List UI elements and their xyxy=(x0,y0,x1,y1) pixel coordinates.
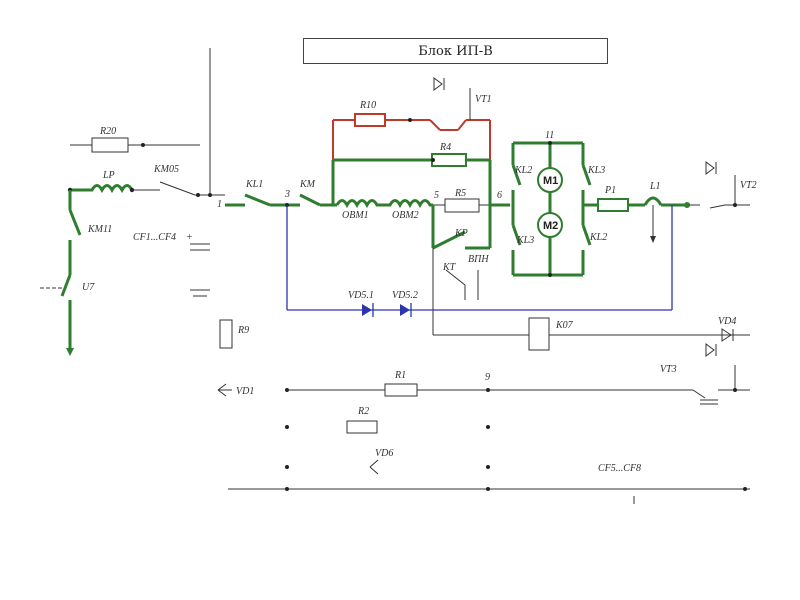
label-l1: L1 xyxy=(649,181,661,192)
label-p1: P1 xyxy=(604,185,616,196)
label-kl2-bot: KL2 xyxy=(589,232,607,243)
label-r10: R10 xyxy=(359,100,376,111)
label-km05: КМ05 xyxy=(153,164,179,175)
label-vpn: ВПН xyxy=(468,254,489,265)
label-kl1: KL1 xyxy=(245,179,263,190)
label-node-6: 6 xyxy=(497,190,502,201)
label-vd4: VD4 xyxy=(718,316,736,327)
resistor-r1 xyxy=(384,383,418,397)
label-obm1: ОВМ1 xyxy=(342,210,369,221)
label-vt1: VT1 xyxy=(475,94,492,105)
label-m2: M2 xyxy=(543,220,558,232)
label-obm2: ОВМ2 xyxy=(392,210,419,221)
label-kp: KP xyxy=(454,228,468,239)
relay-k07 xyxy=(528,317,550,351)
label-r1: R1 xyxy=(394,370,406,381)
label-r9: R9 xyxy=(237,325,249,336)
label-vd6: VD6 xyxy=(375,448,393,459)
label-node-3: 3 xyxy=(284,189,290,200)
label-r4: R4 xyxy=(439,142,451,153)
resistor-r10 xyxy=(354,113,386,127)
label-cf1-cf4: CF1...CF4 xyxy=(133,232,176,243)
lower-section: VD1 R1 9 VT3 R2 VD6 CF5...CF8 xyxy=(217,364,750,504)
label-u7: U7 xyxy=(82,282,95,293)
label-km: KM xyxy=(299,179,316,190)
label-node-5: 5 xyxy=(434,190,439,201)
coils-obm xyxy=(335,199,433,209)
svg-text:+: + xyxy=(186,232,193,243)
label-kl3-top: KL3 xyxy=(587,165,605,176)
resistor-r4 xyxy=(431,153,467,167)
resistor-r20 xyxy=(91,137,129,153)
label-r2: R2 xyxy=(357,406,369,417)
label-k07: K07 xyxy=(555,320,574,331)
left-section: R20 LP КМ05 КМ11 U7 CF1...CF4 + R9 xyxy=(40,48,249,356)
label-vd1: VD1 xyxy=(236,386,254,397)
label-vd5-2: VD5.2 xyxy=(392,290,418,301)
label-m1: M1 xyxy=(543,175,558,187)
label-cf5-cf8: CF5...CF8 xyxy=(598,463,641,474)
resistor-r2 xyxy=(346,420,378,434)
label-node-11: 11 xyxy=(545,130,554,141)
label-vt3: VT3 xyxy=(660,364,677,375)
resistor-r5 xyxy=(444,198,480,213)
label-kt: KT xyxy=(442,262,457,273)
fuse-p1 xyxy=(597,198,629,212)
label-vd5-1: VD5.1 xyxy=(348,290,374,301)
resistor-r9 xyxy=(219,319,233,349)
label-kl2-top: KL2 xyxy=(514,165,532,176)
main-circuit: 1 KL1 3 KM ОВМ1 ОВМ2 R4 R10 xyxy=(217,77,757,335)
label-kl3-bot: KL3 xyxy=(516,235,534,246)
label-km11: КМ11 xyxy=(87,224,112,235)
block-title: Блок ИП-В xyxy=(303,38,608,64)
label-node-1: 1 xyxy=(217,199,222,210)
label-lp: LP xyxy=(102,170,115,181)
label-r20: R20 xyxy=(99,126,116,137)
inductor-lp xyxy=(70,184,134,194)
diode-bus: VD5.1 VD5.2 xyxy=(286,205,673,317)
label-r5: R5 xyxy=(454,188,466,199)
label-vt2: VT2 xyxy=(740,180,757,191)
label-node-9: 9 xyxy=(485,372,490,383)
k07-section: K07 VD4 xyxy=(433,316,750,357)
